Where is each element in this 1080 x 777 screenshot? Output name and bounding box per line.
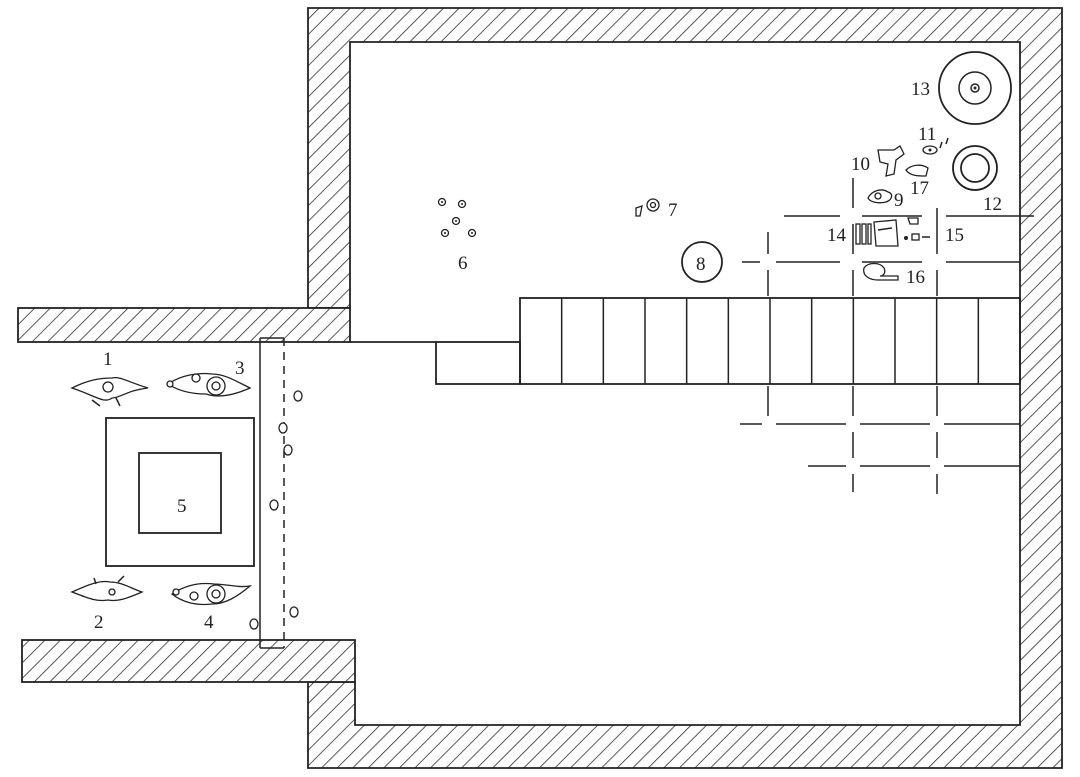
item-15-object <box>873 217 930 247</box>
item-3-ornament <box>166 372 252 397</box>
item-8-round-vessel <box>681 241 723 283</box>
corridor-lower-wall <box>21 639 356 683</box>
item-12-ring-vessel <box>952 145 998 191</box>
item-17-object <box>905 164 929 177</box>
label-10: 10 <box>851 154 870 175</box>
item-labels: 1 2 3 4 5 6 7 8 9 10 11 12 13 14 15 16 1… <box>94 79 1002 633</box>
label-3: 3 <box>235 358 245 379</box>
label-14: 14 <box>827 225 847 246</box>
item-6-bead-group <box>437 197 477 238</box>
item-16-ladle <box>863 262 899 281</box>
label-4: 4 <box>204 612 214 633</box>
item-10-object <box>877 145 905 177</box>
label-16: 16 <box>906 267 925 288</box>
label-9: 9 <box>894 190 904 211</box>
item-4-ornament <box>170 582 253 606</box>
label-15: 15 <box>945 225 964 246</box>
coffin-platform <box>350 297 1021 385</box>
label-2: 2 <box>94 612 104 633</box>
item-13-round-dish <box>938 51 1012 125</box>
tomb-walls <box>17 7 1063 769</box>
item-7-small-object <box>635 198 660 217</box>
label-17: 17 <box>910 178 929 199</box>
item-2-ornament <box>70 575 144 602</box>
item-11-object <box>922 137 949 155</box>
platform-step <box>435 341 521 385</box>
coffin-trace-lines <box>740 178 1034 494</box>
label-11: 11 <box>918 124 936 145</box>
label-7: 7 <box>668 200 678 221</box>
item-14-sticks <box>855 223 872 245</box>
label-1: 1 <box>103 349 113 370</box>
label-12: 12 <box>983 194 1002 215</box>
door-sill <box>249 337 303 649</box>
label-6: 6 <box>458 253 468 274</box>
main-chamber-wall <box>307 7 1063 769</box>
label-5: 5 <box>177 496 187 517</box>
platform-brick-dividers <box>560 298 980 384</box>
item-5-square-platform <box>105 417 255 567</box>
item-1-ornament <box>70 376 149 407</box>
label-8: 8 <box>696 254 706 275</box>
item-9-object <box>867 189 893 204</box>
label-13: 13 <box>911 79 930 100</box>
corridor-upper-wall <box>17 307 351 343</box>
